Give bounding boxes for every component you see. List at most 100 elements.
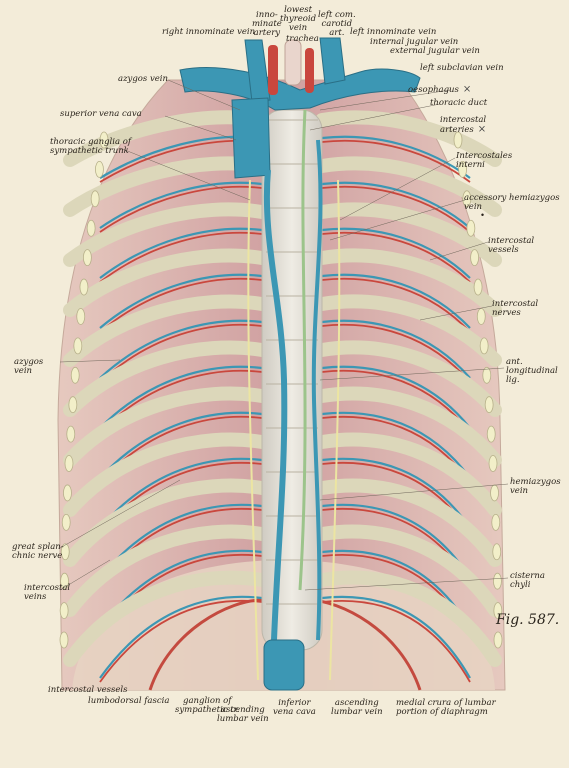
leader-line-12	[419, 305, 493, 321]
label-azygos-vein-top: azygos vein	[118, 74, 168, 84]
rib-right-6	[63, 340, 269, 417]
rib-left-9	[315, 478, 502, 567]
rib-right-11	[63, 570, 269, 667]
leader-line-15	[304, 577, 509, 591]
nodule-right-13	[63, 484, 72, 502]
thoracic-duct	[298, 109, 307, 591]
rib-left-1	[315, 110, 502, 167]
intercostal-artery-right-2	[99, 185, 263, 233]
rib-right-8	[63, 432, 269, 517]
label-ganglion-sympathetic: ganglion of sympathetic tr.	[175, 696, 240, 715]
hemiazygos-vein	[311, 139, 323, 641]
nodule-left-13	[490, 484, 499, 502]
nodule-left-17	[493, 602, 503, 619]
label-intercostal-vessels-bottom: intercostal vessels	[48, 685, 128, 695]
inferior-vena-cava-shape	[263, 639, 305, 691]
label-innominate-artery: inno- minate artery	[252, 10, 282, 38]
label-superior-vena-cava: superior vena cava	[60, 109, 142, 119]
vertebrae	[266, 119, 318, 605]
rib-right-10	[63, 524, 269, 617]
label-medial-crura: medial crura of lumbar portion of diaphr…	[396, 698, 496, 717]
label-ascending-lumbar-vein-right: ascending lumbar vein	[331, 698, 383, 717]
nodule-left-5	[470, 249, 480, 267]
costal-nodules	[59, 131, 503, 649]
nodule-left-12	[488, 455, 498, 472]
label-internal-jugular-vein: internal jugular vein	[370, 37, 459, 47]
nodule-right-17	[59, 602, 69, 619]
nodule-right-11	[66, 425, 76, 443]
carotid-artery-vessel	[305, 48, 314, 93]
trachea-shape	[284, 39, 302, 86]
intercostal-vein-right-2	[99, 181, 263, 229]
label-left-subclavian-vein: left subclavian vein	[420, 63, 504, 73]
rib-right-3	[63, 202, 269, 267]
leader-line-11	[429, 241, 489, 261]
nodule-left-4	[466, 219, 476, 237]
leader-line-1	[167, 79, 241, 111]
intercostal-vein-right-6	[99, 365, 263, 429]
label-thoracic-ganglia: thoracic ganglia of sympathetic trunk	[50, 137, 131, 156]
label-right-innominate-vein: right innominate vein	[162, 27, 256, 37]
label-azygos-vein-mid: azygos vein	[14, 357, 44, 376]
cross-marker: ×	[462, 84, 472, 95]
nodule-left-8	[479, 337, 489, 355]
intercostal-artery-left-3	[321, 231, 471, 283]
label-oesophagus: oesophagus×	[408, 84, 472, 95]
intercostal-artery-left-11	[321, 599, 471, 683]
intercostal-vein-right-4	[99, 273, 263, 329]
label-accessory-hemiazygos: accessory hemiazygos vein	[464, 193, 560, 212]
label-thoracic-duct: thoracic duct	[430, 98, 488, 108]
nodule-right-16	[60, 572, 69, 590]
nodule-left-16	[493, 572, 502, 590]
label-inferior-vena-cava: inferior vena cava	[273, 698, 316, 717]
nodule-right-15	[60, 543, 70, 561]
intercostal-vein-right-3	[99, 227, 263, 279]
nodule-left-11	[486, 425, 496, 443]
nodule-right-2	[95, 161, 104, 178]
leader-line-4	[59, 359, 121, 363]
label-intercostal-nerves: intercostal nerves	[492, 299, 539, 318]
intercostal-artery-left-5	[321, 323, 471, 383]
intercostal-vein-left-1	[321, 135, 471, 179]
nodule-left-2	[458, 161, 467, 178]
rib-right-5	[63, 294, 269, 367]
nodule-right-4	[86, 219, 96, 237]
figure-number: Fig. 587.	[496, 612, 560, 628]
internal-jugular-vein	[319, 37, 346, 85]
leader-line-7	[319, 89, 451, 111]
rib-right-4	[63, 248, 269, 317]
nodule-right-7	[76, 308, 86, 325]
label-intercostal-veins: intercostal veins	[24, 583, 71, 602]
intercostal-vein-left-9	[321, 503, 471, 579]
nodule-right-10	[68, 396, 78, 414]
nodule-left-10	[484, 396, 494, 414]
nodule-left-1	[453, 131, 463, 149]
label-intercostal-arteries: intercostal arteries×	[440, 115, 487, 135]
intercostal-artery-left-1	[321, 139, 471, 183]
rib-left-5	[315, 294, 502, 367]
label-intercostales-interni: Intercostales interni	[456, 151, 513, 170]
intercostal-vein-right-5	[99, 319, 263, 379]
rib-left-4	[315, 248, 502, 317]
rib-left-10	[315, 524, 502, 617]
superior-vena-cava	[231, 97, 271, 179]
intercostal-vein-right-11	[99, 595, 263, 679]
intercostal-vein-left-4	[321, 273, 471, 329]
intercostal-vein-right-7	[99, 411, 263, 479]
innominate-artery-vessel	[268, 45, 278, 95]
nodule-right-1	[99, 131, 109, 149]
intercostal-artery-left-4	[321, 277, 471, 333]
rib-right-7	[63, 386, 269, 467]
nodule-right-5	[82, 249, 92, 267]
sympathetic-trunk-right	[247, 179, 259, 681]
sympathetic-trunk-left	[329, 179, 341, 681]
label-ascending-lumbar-vein-left: ascending lumbar vein	[217, 705, 269, 724]
rib-left-6	[315, 340, 502, 417]
intercostal-vein-left-2	[321, 181, 471, 229]
label-trachea: trachea	[286, 34, 319, 44]
intercostal-artery-left-2	[321, 185, 471, 233]
intercostal-artery-right-3	[99, 231, 263, 283]
intercostal-vein-left-5	[321, 319, 471, 379]
nodule-right-3	[90, 190, 100, 208]
leader-line-9	[339, 157, 456, 221]
